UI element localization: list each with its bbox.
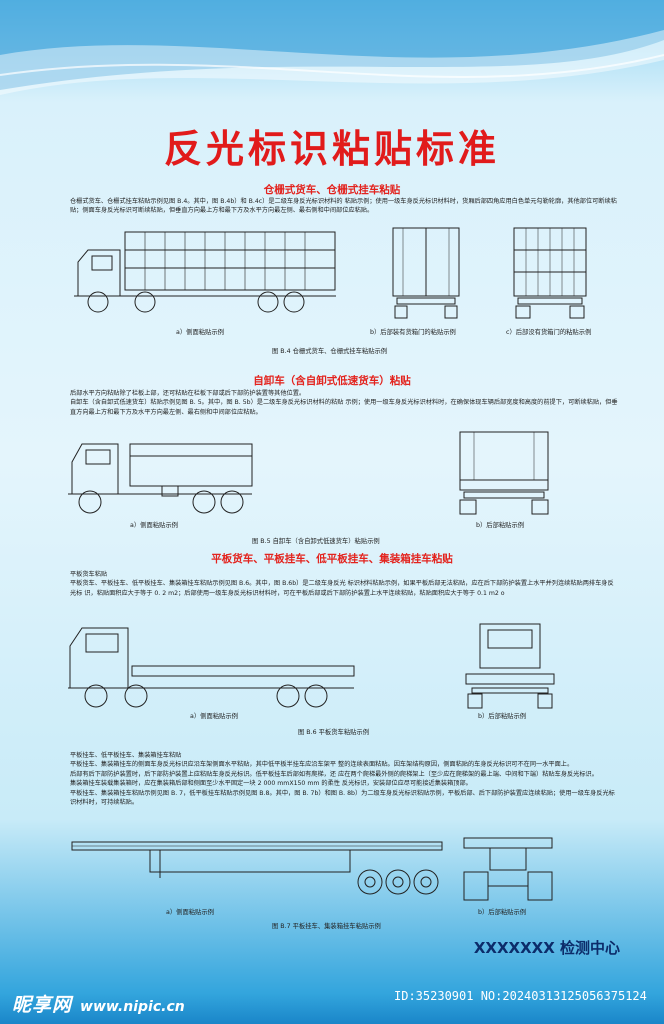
section2-text: 后部水平方向粘贴除了栏板上部，还可粘贴在栏板下部或后下部防护装置等其他位置。 自… — [70, 390, 618, 416]
figure-b6-caption: 图 B.6 平板货车粘贴示例 — [298, 729, 370, 736]
figure-b5-caption: 图 B.5 自卸车（含自卸式低速货车）粘贴示例 — [252, 538, 380, 545]
section2-heading: 自卸车（含自卸式低速货车）粘贴 — [253, 375, 411, 387]
header-wave-decoration — [0, 0, 664, 95]
stake-truck-rear-open-drawing — [510, 222, 590, 320]
figure-b7-caption: 图 B.7 平板挂车、集装箱挂车粘贴示例 — [272, 923, 381, 930]
dump-truck-side-drawing — [66, 424, 254, 516]
testing-center-name: XXXXXXX 检测中心 — [473, 939, 620, 957]
stake-truck-rear-door-drawing — [389, 222, 463, 320]
section2-caption-b: b）后部粘贴示例 — [476, 522, 525, 529]
image-id-text: ID:35230901 NO:20240313125056375124 — [394, 989, 647, 1003]
section4-caption-b: b）后部粘贴示例 — [478, 909, 527, 916]
logo-url-text: www.nipic.cn — [80, 999, 185, 1015]
dump-truck-rear-drawing — [454, 424, 554, 516]
figure-b4-caption: 图 B.4 仓栅式货车、仓栅式挂车粘贴示例 — [272, 348, 388, 355]
flatbed-truck-rear-drawing — [462, 618, 558, 710]
watermark-logo: 昵享网 www.nipic.cn — [12, 990, 185, 1017]
section1-caption-c: c）后部没有货箱门的粘贴示例 — [506, 329, 592, 336]
section3-text: 平板货车粘贴 平板货车、平板挂车、低平板挂车、集装箱挂车粘贴示例见图 B.6。其… — [70, 571, 614, 597]
section1-caption-b: b）后部装有货箱门的粘贴示例 — [370, 329, 456, 336]
flatbed-trailer-rear-drawing — [460, 828, 556, 904]
section3-caption-a: a）侧面粘贴示例 — [190, 713, 238, 720]
section3-caption-b: b）后部粘贴示例 — [478, 713, 527, 720]
section2-caption-a: a）侧面粘贴示例 — [130, 522, 178, 529]
section1-heading: 仓栅式货车、仓栅式挂车粘贴 — [263, 184, 401, 196]
section4-caption-a: a）侧面粘贴示例 — [166, 909, 214, 916]
section4-text: 平板挂车、低平板挂车、集装箱挂车粘贴 平板挂车、集装箱挂车的侧面车身反光标识应沿… — [70, 752, 615, 807]
section1-caption-a: a）侧面粘贴示例 — [176, 329, 224, 336]
logo-brand-text: 昵享网 — [12, 994, 73, 1016]
page-title: 反光标识粘贴标准 — [163, 126, 500, 171]
flatbed-trailer-side-drawing — [70, 828, 444, 904]
section1-text: 仓栅式货车、仓栅式挂车粘贴示例见图 B.4。其中，图 B.4b）和 B.4c）是… — [70, 198, 617, 215]
section3-heading: 平板货车、平板挂车、低平板挂车、集装箱挂车粘贴 — [211, 553, 453, 565]
stake-truck-side-drawing — [70, 222, 342, 320]
flatbed-truck-side-drawing — [66, 618, 356, 710]
